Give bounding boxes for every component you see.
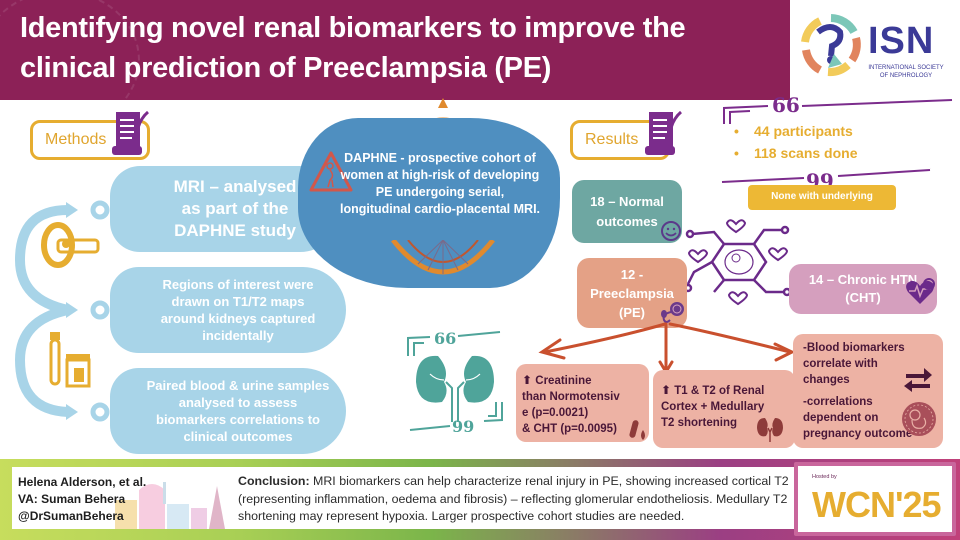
kidneys-illustration: 66 99	[407, 329, 503, 436]
finding-t1-t2: ⬆ T1 & T2 of Renal Cortex + Medullary T2…	[653, 370, 795, 448]
mandala-decoration-bottom	[391, 240, 495, 275]
scroll-quill-icon	[645, 110, 683, 155]
pregnant-woman-warning-icon	[309, 151, 353, 192]
up-arrow-icon: ⬆	[661, 383, 672, 397]
isn-logo-icon	[801, 14, 861, 77]
page-title: Identifying novel renal biomarkers to im…	[20, 8, 780, 88]
daphne-description: DAPHNE - prospective cohort of women at …	[340, 151, 541, 216]
open-quote-frame: 66	[723, 96, 953, 124]
up-arrow-icon: ⬆	[522, 373, 533, 387]
title-line-1: Identifying novel renal biomarkers to im…	[20, 12, 686, 44]
blood-pressure-gauge-icon	[661, 302, 684, 323]
blood-tube-icon	[629, 420, 645, 440]
hosted-by-label: Hosted by	[812, 474, 837, 480]
svg-text:99: 99	[806, 169, 834, 190]
skyline-illustration	[115, 482, 225, 529]
wcn-logo-frame	[794, 462, 956, 536]
svg-text:66: 66	[434, 329, 456, 348]
svg-text:99: 99	[452, 417, 474, 436]
credits: Helena Alderson, et al. VA: Suman Behera…	[18, 474, 146, 525]
methods-step-regions: Regions of interest were drawn on T1/T2 …	[110, 267, 346, 353]
wcn-logo: WCN'25	[812, 484, 942, 525]
finding-creatinine: ⬆ Creatinine than Normotensiv e (p=0.002…	[516, 364, 649, 442]
isn-logo-text: ISN	[868, 20, 935, 62]
outcome-preeclampsia: 12 - Preeclampsia (PE)	[577, 258, 687, 328]
visual-abstract-author: VA: Suman Behera	[18, 492, 126, 506]
pregnancy-hub-icon	[684, 219, 792, 306]
outcome-arrows	[538, 322, 796, 375]
scroll-quill-icon	[112, 110, 150, 155]
results-stats-list: •44 participants •118 scans done	[730, 120, 920, 164]
twitter-handle[interactable]: @DrSumanBehera	[18, 509, 124, 523]
fetus-icon	[902, 402, 936, 436]
methods-flow-connector	[14, 200, 110, 422]
close-quote-frame: 99	[721, 168, 932, 190]
stat-scans: •118 scans done	[734, 145, 858, 161]
heart-rate-icon	[906, 278, 935, 304]
smiley-face-icon	[661, 221, 681, 241]
mri-scanner-icon	[41, 222, 100, 268]
methods-step-samples: Paired blood & urine samples analysed to…	[110, 368, 346, 454]
isn-logo-area	[790, 0, 960, 100]
isn-logo-subtitle: INTERNATIONAL SOCIETY OF NEPHROLOGY	[868, 65, 944, 79]
title-line-2: clinical prediction of Preeclampsia (PE)	[20, 52, 552, 84]
conclusion-text: Conclusion: MRI biomarkers can help char…	[238, 474, 789, 523]
author-name: Helena Alderson, et al.	[18, 475, 147, 489]
outcome-normal: 18 – Normal outcomes	[572, 180, 682, 243]
swap-arrows-icon	[904, 368, 932, 392]
daphne-info-blob	[298, 118, 560, 288]
svg-text:66: 66	[772, 96, 800, 117]
no-ckd-note: None with underlying	[748, 185, 896, 210]
blood-urine-sample-icon	[49, 332, 91, 388]
stat-participants: •44 participants	[734, 123, 853, 139]
kidney-icon	[757, 418, 783, 442]
